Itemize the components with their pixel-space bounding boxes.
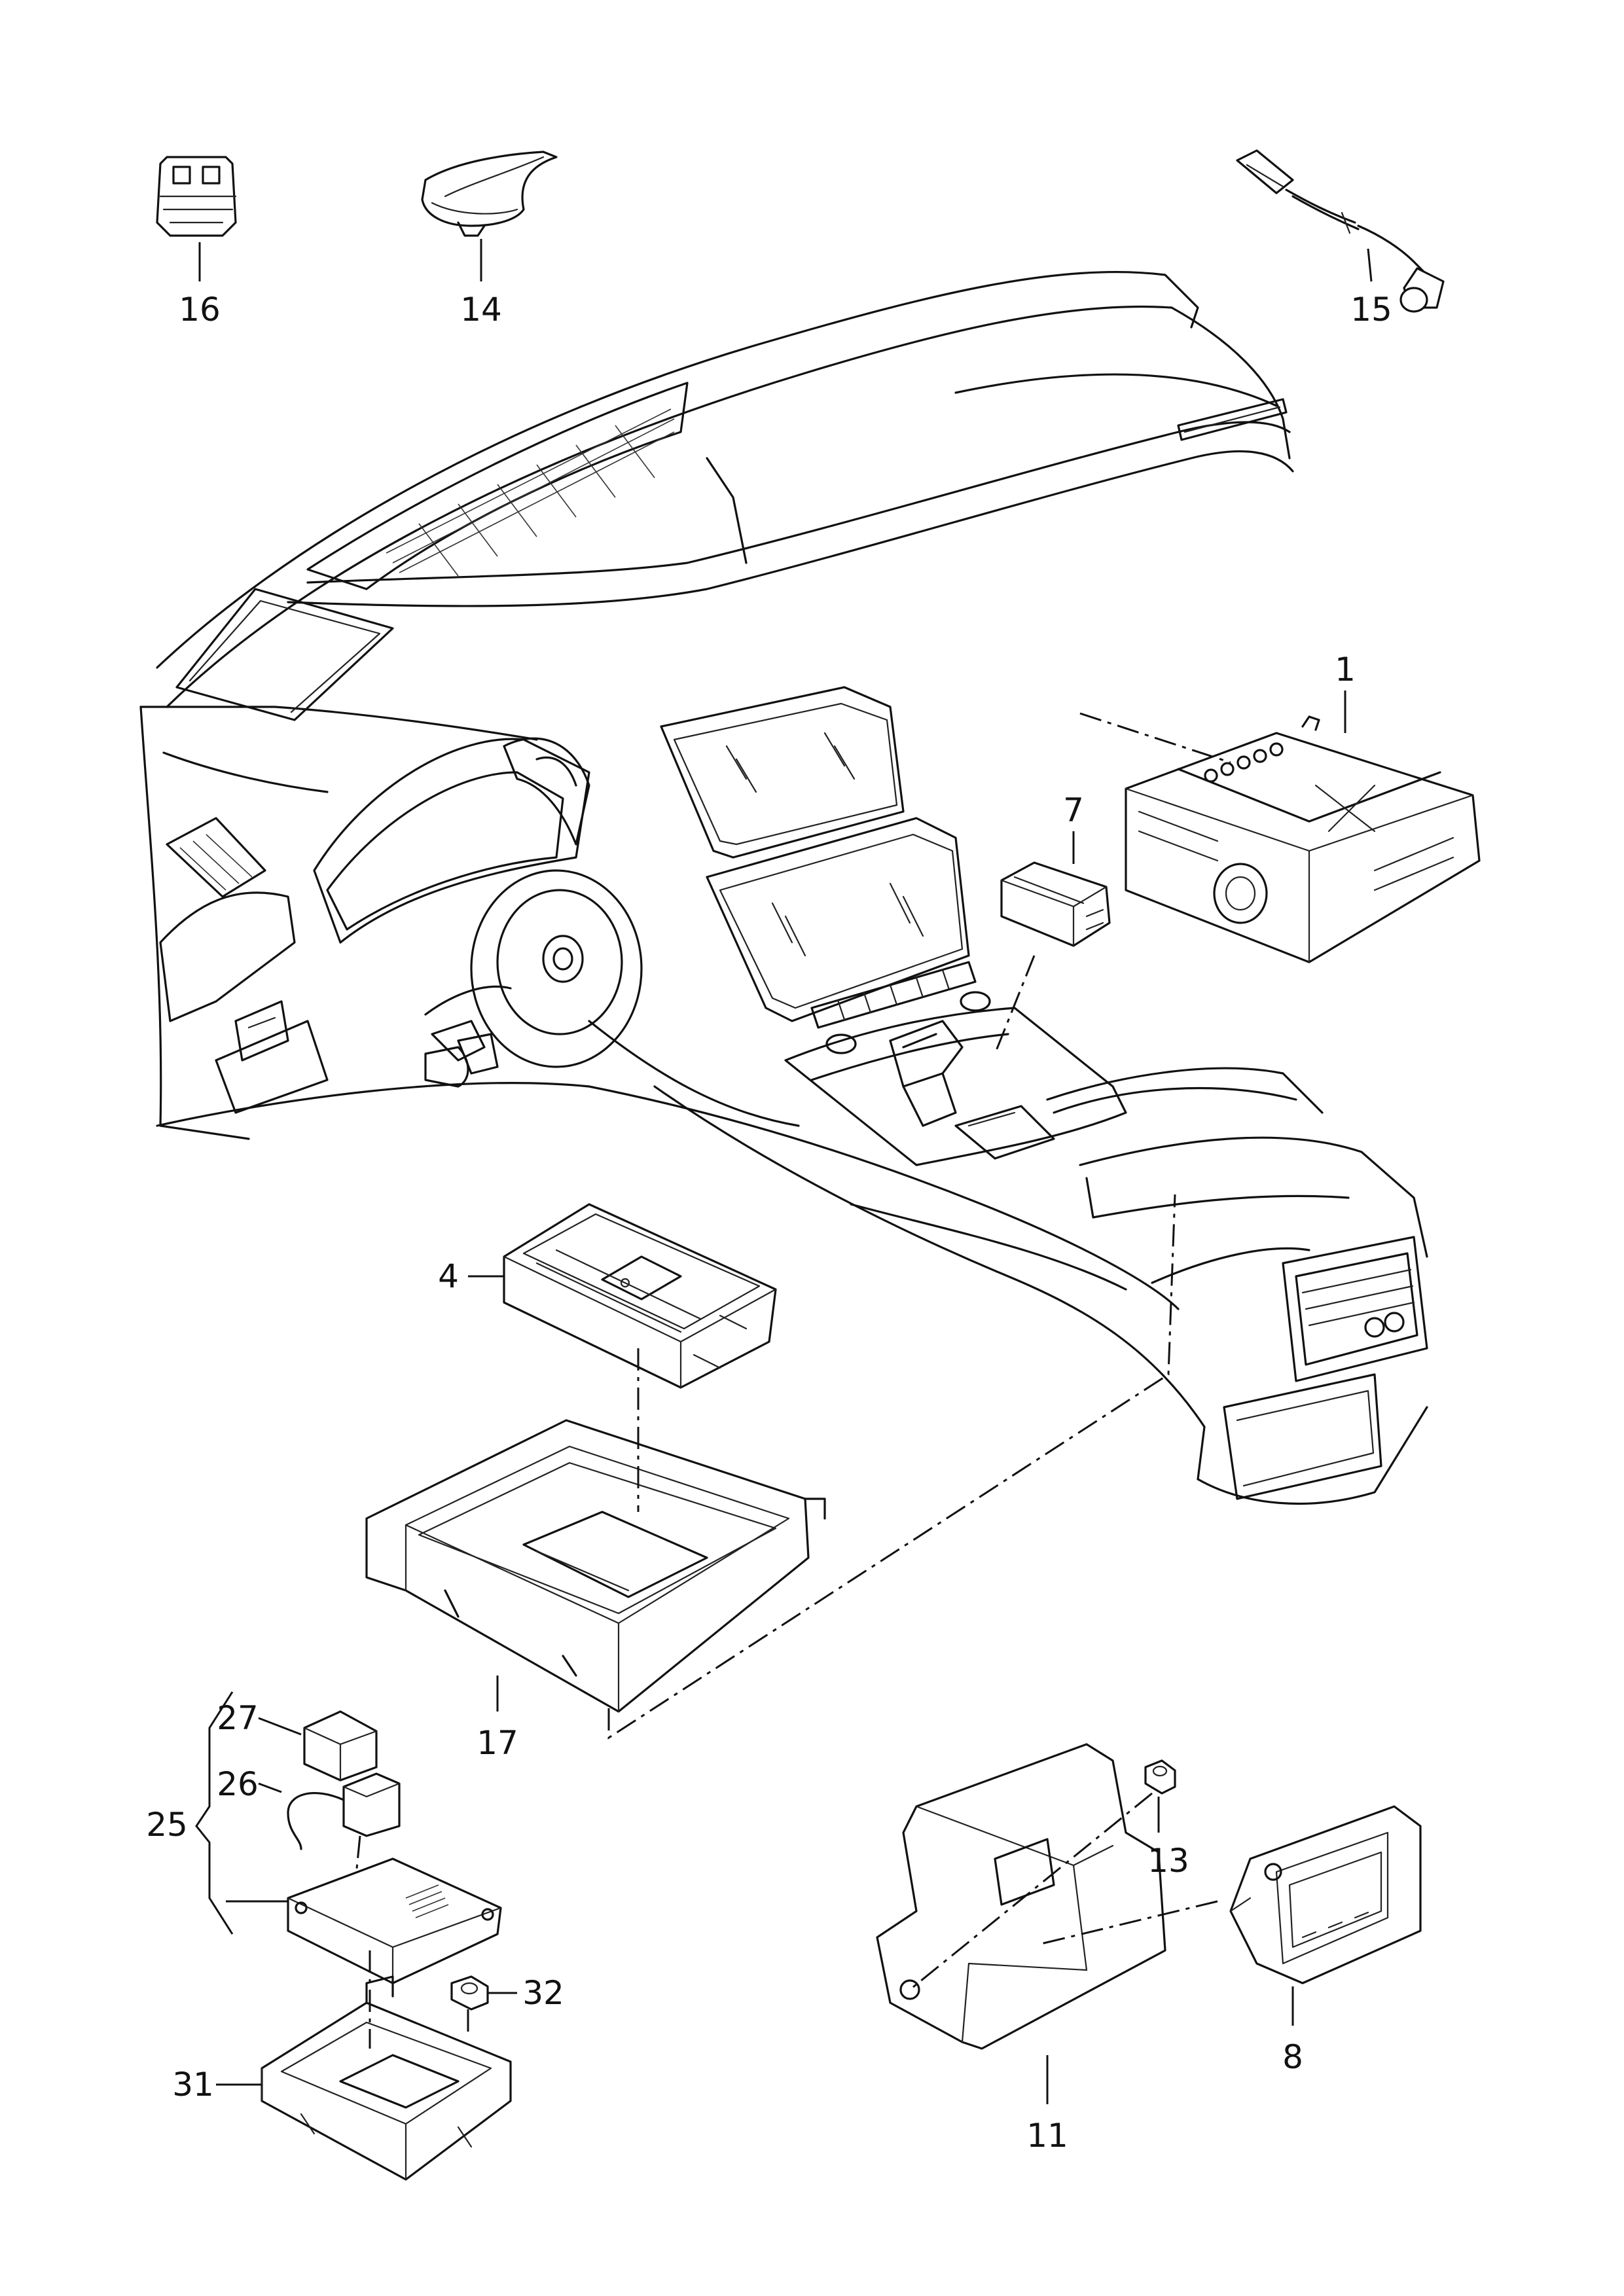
part-32-nut: [450, 1975, 489, 2011]
callout-27: 27: [217, 1699, 259, 1737]
callout-11: 11: [1026, 2117, 1068, 2155]
callout-8: 8: [1282, 2038, 1303, 2076]
part-16-connector: [156, 156, 237, 237]
part-14-antenna: [421, 151, 558, 237]
part-11-bracket: [876, 1743, 1166, 2050]
part-25-board: [287, 1857, 502, 1984]
callout-14: 14: [460, 291, 502, 329]
part-26-battery: [287, 1772, 401, 1850]
callout-16: 16: [179, 291, 221, 329]
callout-26: 26: [217, 1765, 259, 1803]
part-8-module: [1229, 1805, 1422, 1984]
callout-labels: 16 14 15 1 7 4 17 27 26 25 32 31 13 8 11: [146, 291, 1392, 2155]
assembly-lines: [355, 712, 1231, 2049]
callout-1: 1: [1335, 651, 1356, 689]
part-1-main-unit: [1125, 715, 1481, 963]
part-31-holder: [261, 1975, 512, 2181]
part-15-cable: [1236, 149, 1445, 313]
callout-13: 13: [1147, 1842, 1189, 1880]
callout-32: 32: [522, 1974, 564, 2012]
callout-15: 15: [1350, 291, 1392, 329]
part-17-tray: [365, 1419, 826, 1713]
part-7-module: [1000, 861, 1111, 947]
callout-31: 31: [172, 2066, 214, 2104]
callout-17: 17: [477, 1724, 518, 1762]
callout-4: 4: [438, 1257, 459, 1295]
part-27-plug: [303, 1710, 378, 1782]
callout-25: 25: [146, 1806, 188, 1844]
part-13-nut: [1144, 1759, 1176, 1795]
callout-7: 7: [1063, 791, 1084, 829]
dashboard-illustration: [139, 270, 1428, 1505]
part-4-charger: [503, 1203, 777, 1389]
leader-lines: [195, 239, 1373, 2104]
